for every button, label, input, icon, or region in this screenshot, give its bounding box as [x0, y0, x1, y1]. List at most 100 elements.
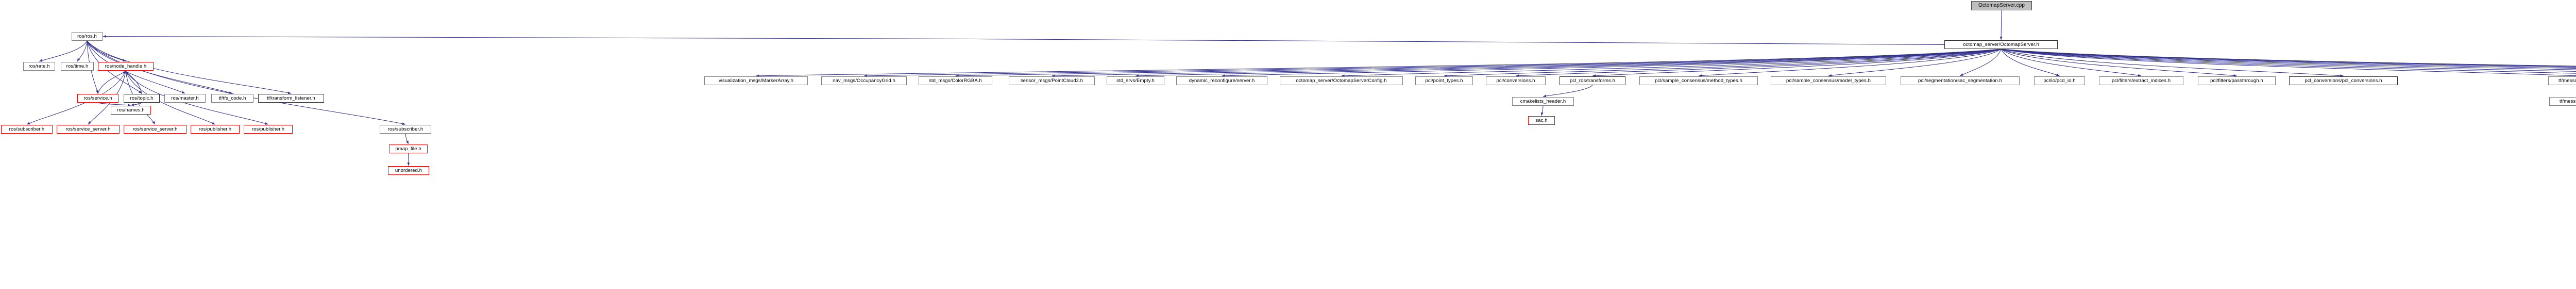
graph-node-n46[interactable]: sac.h: [1528, 116, 1555, 125]
graph-node-label: visualization_msgs/MarkerArray.h: [718, 77, 794, 84]
graph-edge: [2001, 49, 2237, 77]
graph-node-label: OctomapServer.cpp: [1978, 3, 2025, 8]
graph-node-n44[interactable]: unordered.h: [388, 166, 429, 175]
graph-node-n6[interactable]: std_srvs/Empty.h: [1107, 76, 1164, 85]
graph-node-label: cmakelists_header.h: [1520, 98, 1566, 104]
graph-node-label: pcl/segmentation/sac_segmentation.h: [1918, 77, 2002, 84]
graph-node-n17[interactable]: pcl/filters/passthrough.h: [2198, 76, 2276, 85]
graph-edge: [39, 40, 88, 62]
graph-node-label: tf/message_filter.h: [2560, 98, 2576, 104]
graph-node-n45[interactable]: cmakelists_header.h: [1512, 97, 1574, 106]
graph-node-label: ros/rate.h: [28, 63, 50, 69]
graph-node-label: pcl/sample_consensus/model_types.h: [1786, 77, 1871, 84]
graph-node-label: std_srvs/Empty.h: [1116, 77, 1155, 84]
graph-node-label: tf/message_filter.h: [2558, 77, 2576, 84]
graph-node-n38[interactable]: ros/service_server.h: [124, 125, 187, 134]
graph-node-n10[interactable]: pcl/conversions.h: [1486, 76, 1546, 85]
graph-edge: [955, 49, 2002, 77]
graph-edge: [97, 102, 131, 107]
graph-node-label: sac.h: [1535, 117, 1548, 123]
graph-edge: [863, 49, 2002, 77]
graph-node-n31[interactable]: tf/tfs_code.h: [211, 94, 253, 103]
graph-edge: [125, 71, 142, 94]
graph-node-n47[interactable]: tf/message_filter.h: [2549, 97, 2576, 106]
graph-edge: [130, 102, 142, 106]
graph-node-n13[interactable]: pcl/sample_consensus/model_types.h: [1771, 76, 1886, 85]
graph-node-label: nav_msgs/OccupancyGrid.h: [833, 77, 895, 84]
graph-edge: [1052, 49, 2002, 77]
graph-node-n33[interactable]: ros/rate.h: [23, 62, 55, 71]
graph-edge: [2001, 49, 2576, 69]
graph-node-n4[interactable]: std_msgs/ColorRGBA.h: [919, 76, 992, 85]
graph-node-n37[interactable]: ros/service_server.h: [57, 125, 120, 134]
graph-node-n29[interactable]: ros/topic.h: [124, 94, 160, 103]
graph-node-n30[interactable]: ros/master.h: [164, 94, 206, 103]
graph-node-label: ros/names.h: [117, 107, 145, 113]
graph-node-label: pcl_ros/transforms.h: [1569, 77, 1616, 84]
graph-node-n39[interactable]: ros/names.h: [111, 106, 151, 115]
graph-node-n34[interactable]: ros/time.h: [61, 62, 94, 71]
graph-edge: [1444, 49, 2002, 77]
graph-node-n27[interactable]: ros/ros.h: [72, 32, 103, 41]
graph-node-label: tf/transform_listener.h: [267, 95, 315, 101]
graph-edge: [1999, 10, 2003, 40]
graph-node-n43[interactable]: pmap_file.h: [389, 145, 428, 153]
graph-node-label: ros/ros.h: [77, 33, 97, 39]
graph-node-label: tf/tfs_code.h: [218, 95, 246, 101]
graph-edge: [2001, 49, 2576, 68]
graph-edge: [2001, 49, 2344, 77]
graph-node-n1[interactable]: octomap_server/OctomapServer.h: [1944, 40, 2058, 49]
graph-edge: [2001, 49, 2576, 77]
graph-node-label: pmap_file.h: [395, 146, 421, 152]
graph-edge: [1341, 49, 2002, 77]
graph-node-n15[interactable]: pcl/io/pcd_io.h: [2034, 76, 2085, 85]
graph-node-label: dynamic_reconfigure/server.h: [1189, 77, 1255, 84]
graph-node-n40[interactable]: ros/publisher.h: [191, 125, 240, 134]
graph-node-label: std_msgs/ColorRGBA.h: [929, 77, 982, 84]
graph-edge: [87, 40, 126, 62]
graph-node-label: ros/subscriber.h: [387, 126, 423, 132]
graph-node-n18[interactable]: pcl_conversions/pcl_conversions.h: [2289, 76, 2398, 85]
graph-node-n36[interactable]: ros/subscriber.h: [1, 125, 53, 134]
graph-edge: [2001, 49, 2142, 77]
graph-node-label: pcl/filters/extract_indices.h: [2111, 77, 2171, 84]
graph-node-label: ros/service.h: [83, 95, 112, 101]
graph-node-n16[interactable]: pcl/filters/extract_indices.h: [2099, 76, 2183, 85]
graph-node-n5[interactable]: sensor_msgs/PointCloud2.h: [1009, 76, 1095, 85]
graph-node-n14[interactable]: pcl/segmentation/sac_segmentation.h: [1901, 76, 2020, 85]
graph-node-n8[interactable]: octomap_server/OctomapServerConfig.h: [1280, 76, 1403, 85]
graph-node-label: ros/topic.h: [130, 95, 154, 101]
graph-node-n42[interactable]: ros/subscriber.h: [380, 125, 431, 134]
graph-edge: [756, 49, 2002, 77]
graph-node-n11[interactable]: pcl_ros/transforms.h: [1560, 76, 1625, 85]
graph-node-label: pcl/filters/passthrough.h: [2210, 77, 2263, 84]
graph-node-label: octomap_server/OctomapServer.h: [1963, 41, 2039, 47]
graph-node-n32[interactable]: tf/transform_listener.h: [258, 94, 324, 103]
graph-node-n12[interactable]: pcl/sample_consensus/method_types.h: [1639, 76, 1758, 85]
graph-edge: [2001, 49, 2576, 74]
graph-node-n0[interactable]: OctomapServer.cpp: [1971, 1, 2032, 10]
graph-edge: [1698, 49, 2002, 77]
graph-node-n19[interactable]: tf/message_filter.h: [2548, 76, 2576, 85]
graph-node-label: ros/publisher.h: [251, 126, 285, 132]
graph-node-n9[interactable]: pcl/point_types.h: [1415, 76, 1473, 85]
graph-edge: [1592, 49, 2002, 77]
graph-edge: [103, 35, 1945, 45]
graph-node-label: ros/node_handle.h: [105, 63, 147, 69]
graph-node-n3[interactable]: nav_msgs/OccupancyGrid.h: [821, 76, 907, 85]
graph-edge: [1828, 49, 2002, 77]
graph-node-n41[interactable]: ros/publisher.h: [244, 125, 293, 134]
graph-node-label: pcl_conversions/pcl_conversions.h: [2304, 77, 2382, 84]
graph-edge: [1543, 85, 1593, 98]
graph-node-n2[interactable]: visualization_msgs/MarkerArray.h: [704, 76, 808, 85]
graph-node-n7[interactable]: dynamic_reconfigure/server.h: [1176, 76, 1267, 85]
graph-edge: [2001, 49, 2576, 67]
graph-node-label: pcl/conversions.h: [1496, 77, 1535, 84]
graph-node-n28[interactable]: ros/service.h: [77, 94, 118, 103]
graph-edge: [1960, 49, 2002, 76]
graph-node-label: pcl/sample_consensus/method_types.h: [1655, 77, 1742, 84]
graph-node-n35[interactable]: ros/node_handle.h: [98, 62, 154, 71]
graph-edge: [405, 133, 409, 145]
